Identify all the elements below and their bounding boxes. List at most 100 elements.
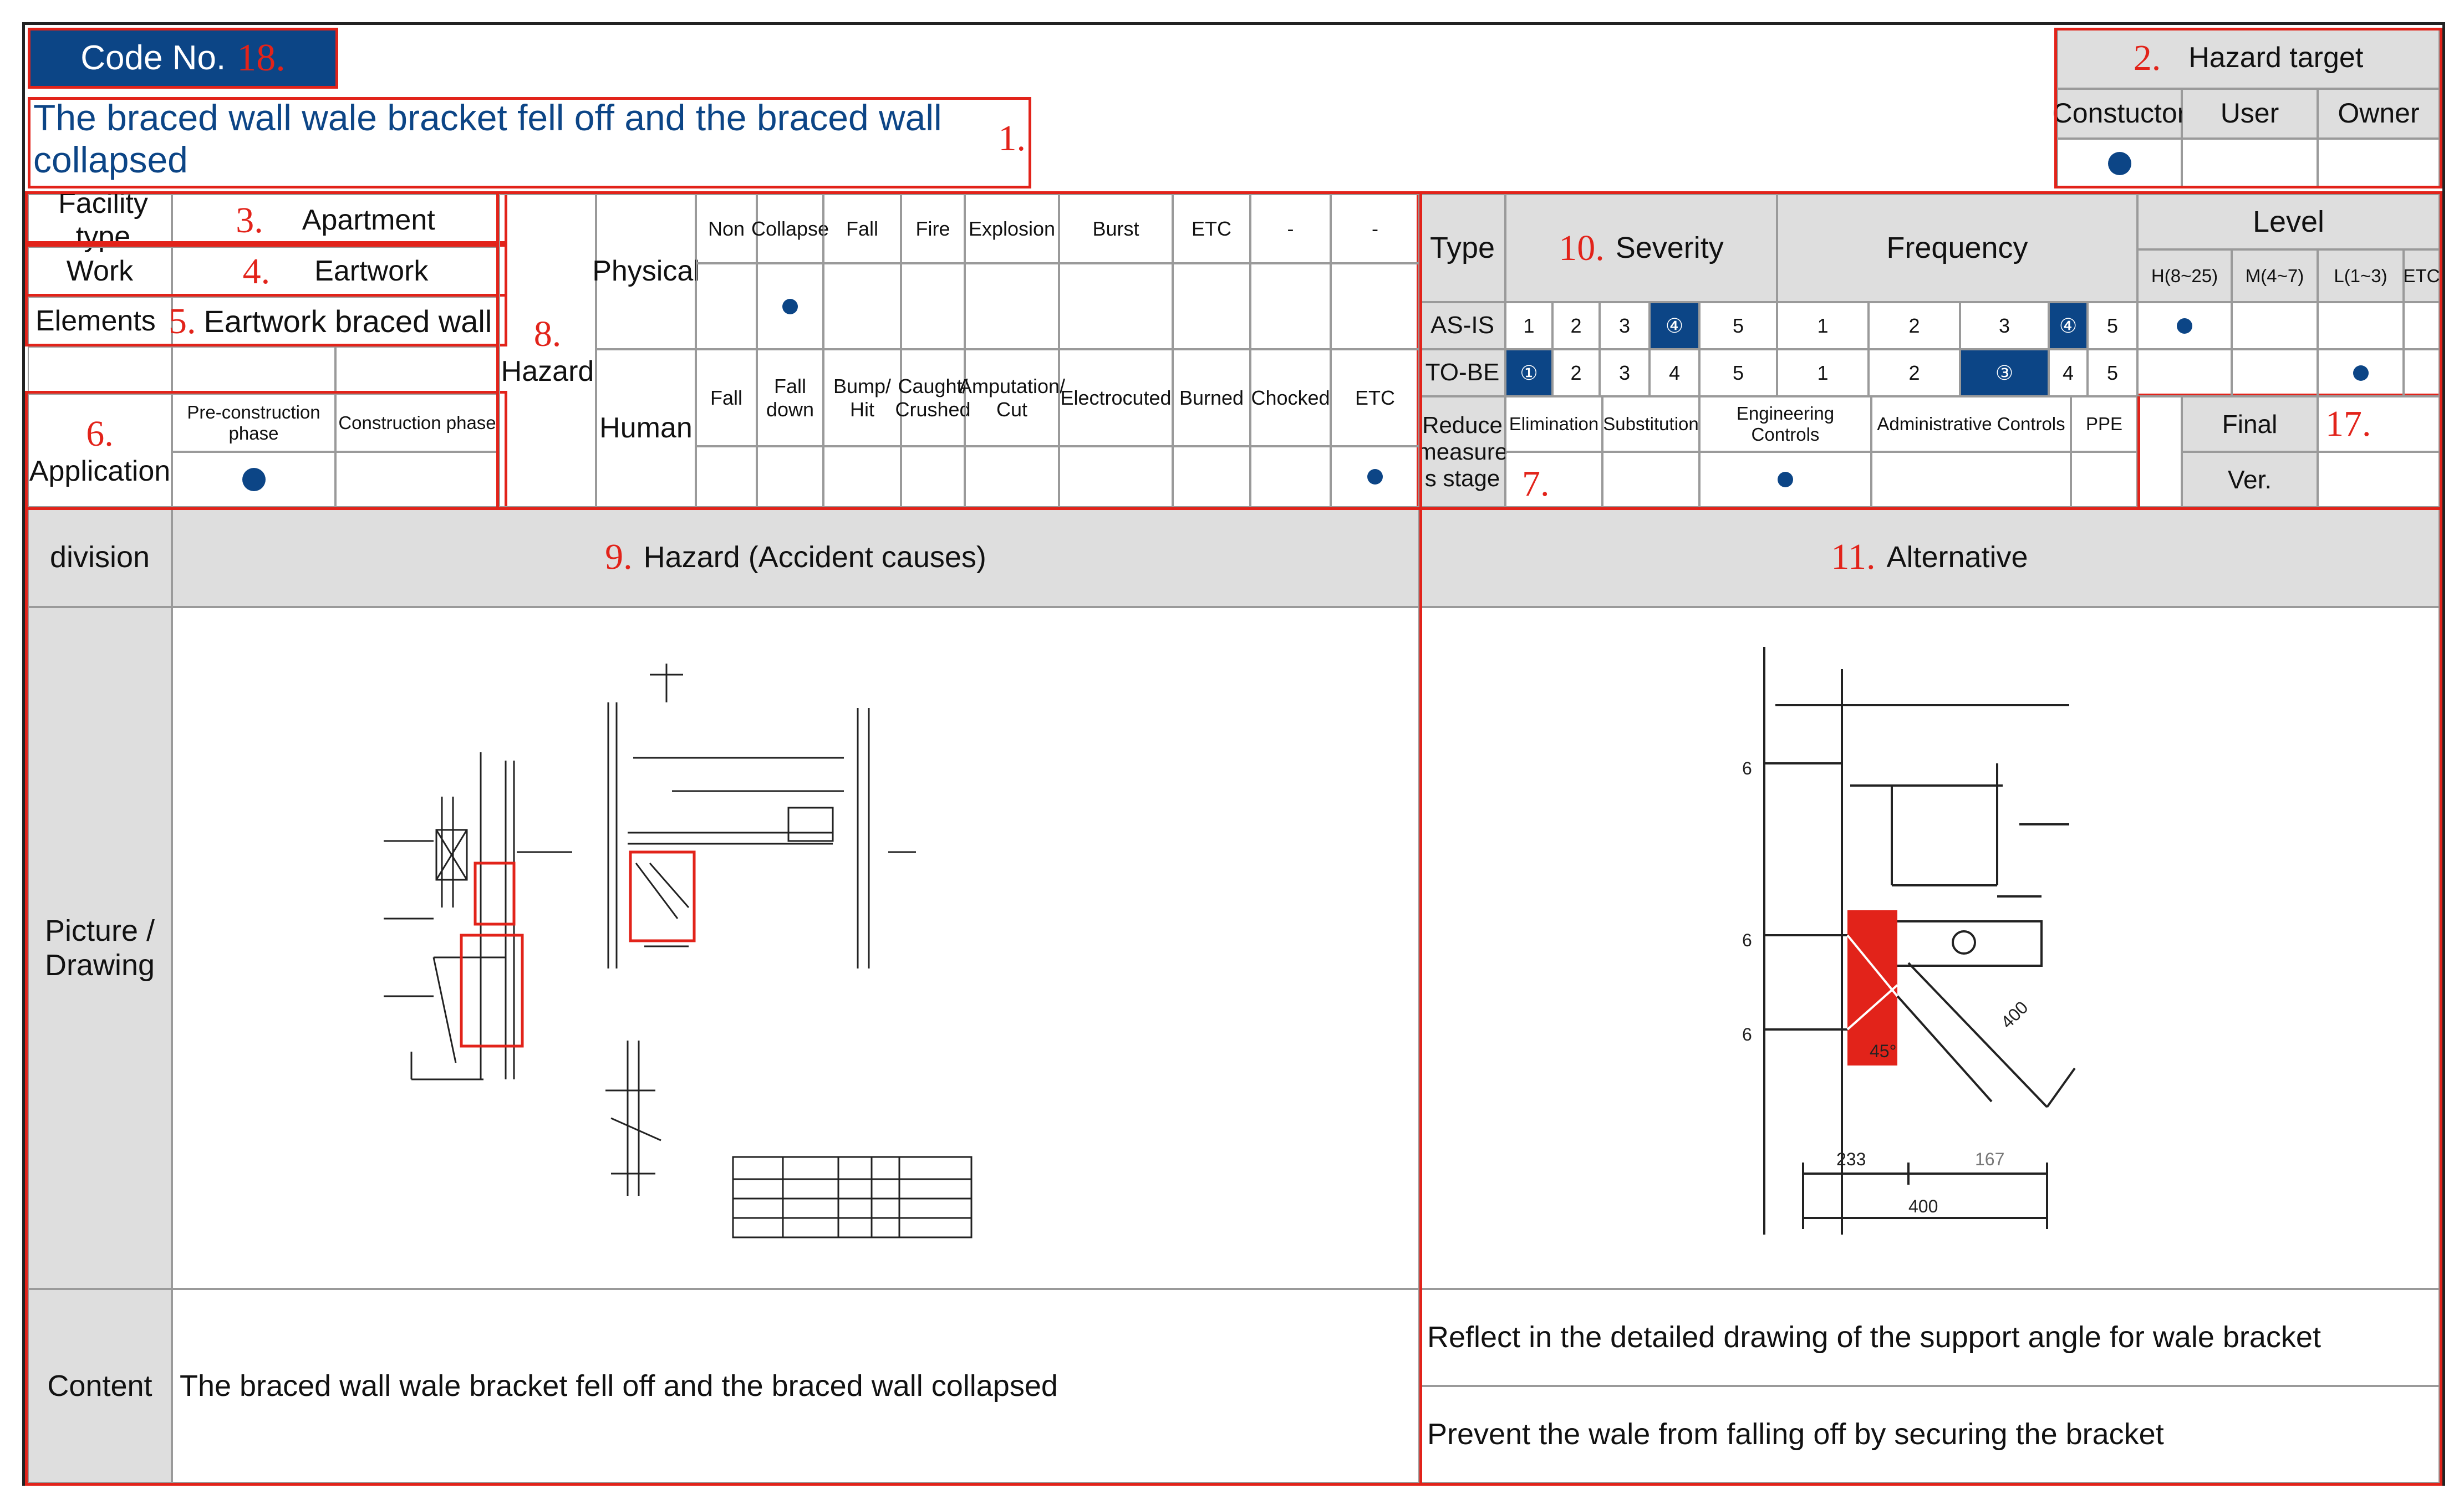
hazard-target-owner: Owner — [2318, 89, 2440, 139]
reduce-measure-marker: 7. — [1522, 463, 1550, 504]
phase-construction: Construction phase — [335, 394, 499, 452]
facility-marker: 3. — [236, 200, 263, 241]
type-label: Type — [1419, 194, 1505, 302]
tobe-label: TO-BE — [1419, 349, 1505, 396]
phase-pre-construction: Pre-construction phase — [172, 394, 335, 452]
code-label: Code No. — [80, 39, 226, 78]
human-hazard-3: Caught/ Crushed — [895, 349, 971, 446]
code-number-header: Code No. 18. — [28, 28, 338, 89]
reduce-measure-mark-4 — [2071, 452, 2137, 507]
elements-value: 5. Eartwork braced wall — [169, 297, 499, 346]
hazard-highlight-box — [474, 861, 516, 926]
human-hazard-4: Amputation/ Cut — [959, 349, 1065, 446]
work-text: Eartwork — [314, 255, 429, 288]
elements-text: Eartwork braced wall — [203, 303, 492, 339]
tobe-level-mark-1 — [2232, 349, 2318, 396]
facility-type-text: Apartment — [302, 203, 435, 236]
physical-hazard-mark-2 — [823, 263, 901, 349]
final-spacer — [2137, 396, 2182, 507]
reduce-measure-mark-2 — [1699, 452, 1871, 507]
reduce-measure-label: Reduce measure s stage — [1417, 396, 1508, 507]
hazard-drawing — [384, 664, 973, 1238]
physical-hazard-5: Burst — [1059, 194, 1173, 263]
physical-hazard-mark-1 — [757, 263, 823, 349]
asis-severity-1: 1 — [1505, 302, 1552, 349]
reduce-measure-col-2: Engineering Controls — [1699, 396, 1871, 452]
tobe-severity-1: ① — [1505, 349, 1552, 396]
accident-title-marker: 1. — [998, 118, 1026, 159]
tobe-severity-5: 5 — [1699, 349, 1777, 396]
human-hazard-mark-2 — [823, 446, 901, 507]
application-marker: 6. — [86, 413, 114, 454]
reduce-measure-mark-3 — [1871, 452, 2071, 507]
asis-severity-2: 2 — [1552, 302, 1600, 349]
physical-hazard-0: Non — [696, 194, 757, 263]
lower-detail-drawing — [605, 1041, 973, 1238]
alternative-highlight — [1847, 910, 1897, 1066]
asis-severity-3: 3 — [1600, 302, 1650, 349]
tobe-level-mark-0 — [2137, 349, 2232, 396]
ver-value — [2318, 452, 2440, 507]
physical-hazard-8: - — [1331, 194, 1419, 263]
asis-frequency-4: ④ — [2049, 302, 2088, 349]
physical-hazard-mark-4 — [965, 263, 1059, 349]
dim-233: 233 — [1836, 1149, 1866, 1169]
hazard-target-constructor-mark — [2057, 139, 2182, 188]
blank-row-b — [335, 346, 499, 394]
asis-level-mark-3 — [2404, 302, 2440, 349]
angle-45: 45° — [1870, 1041, 1896, 1061]
human-hazard-8: ETC — [1331, 349, 1419, 446]
selected-dot — [2177, 318, 2192, 334]
selected-dot — [242, 468, 266, 491]
severity-marker: 10. — [1559, 227, 1605, 268]
asis-severity-4: ④ — [1650, 302, 1699, 349]
alternative-section-title: Alternative — [1886, 540, 2028, 574]
alternative-drawing-cell: 233 167 400 45° 400 6 6 6 — [1419, 607, 2440, 1289]
picture-drawing-label: Picture / Drawing — [28, 607, 172, 1289]
selected-dot — [1778, 472, 1793, 487]
physical-hazard-mark-3 — [901, 263, 965, 349]
reduce-measure-col-4: PPE — [2071, 396, 2137, 452]
human-hazard-mark-6 — [1173, 446, 1250, 507]
physical-hazard-2: Fall — [823, 194, 901, 263]
accident-title-text: The braced wall wale bracket fell off an… — [33, 97, 942, 180]
hazard-label: Hazard — [501, 355, 594, 388]
work-value: 4. Eartwork — [172, 247, 499, 297]
tobe-severity-4: 4 — [1650, 349, 1699, 396]
asis-level-mark-1 — [2232, 302, 2318, 349]
asis-severity-5: 5 — [1699, 302, 1777, 349]
tobe-frequency-3: ③ — [1960, 349, 2049, 396]
human-hazard-mark-8 — [1331, 446, 1419, 507]
hazard-target-user: User — [2182, 89, 2318, 139]
alternative-drawing: 233 167 400 45° 400 6 6 6 — [1742, 647, 2076, 1235]
asis-frequency-3: 3 — [1960, 302, 2049, 349]
ver-label: Ver. — [2182, 452, 2318, 507]
asis-label: AS-IS — [1419, 302, 1505, 349]
level-column-0: H(8~25) — [2137, 249, 2232, 302]
human-hazard-2: Bump/ Hit — [823, 349, 901, 446]
physical-hazard-6: ETC — [1173, 194, 1250, 263]
hazard-target-marker: 2. — [2133, 38, 2161, 79]
alternative-content-line-2: Prevent the wale from falling off by sec… — [1419, 1386, 2440, 1483]
reduce-measure-mark-0 — [1505, 452, 1602, 507]
tobe-frequency-5: 5 — [2088, 349, 2137, 396]
content-label: Content — [28, 1289, 172, 1483]
asis-level-mark-0 — [2137, 302, 2232, 349]
asis-frequency-5: 5 — [2088, 302, 2137, 349]
blank-row-a — [172, 346, 335, 394]
application-label-cell: 6. Application — [28, 394, 172, 507]
diag-400: 400 — [1997, 997, 2032, 1032]
work-marker: 4. — [242, 251, 271, 292]
final-marker-cell: 17. — [2318, 396, 2440, 452]
human-hazard-mark-4 — [965, 446, 1059, 507]
alternative-section-header: 11. Alternative — [1419, 507, 2440, 607]
hazard-marker: 8. — [533, 313, 562, 354]
human-hazard-5: Electrocuted — [1059, 349, 1173, 446]
level-column-2: L(1~3) — [2318, 249, 2404, 302]
frequency-label: Frequency — [1777, 194, 2137, 302]
elements-label: Elements — [28, 297, 172, 346]
human-hazard-7: Chocked — [1250, 349, 1331, 446]
code-number: 18. — [237, 36, 286, 79]
blank-row-label — [28, 346, 172, 394]
hazard-target-user-mark — [2182, 139, 2318, 188]
